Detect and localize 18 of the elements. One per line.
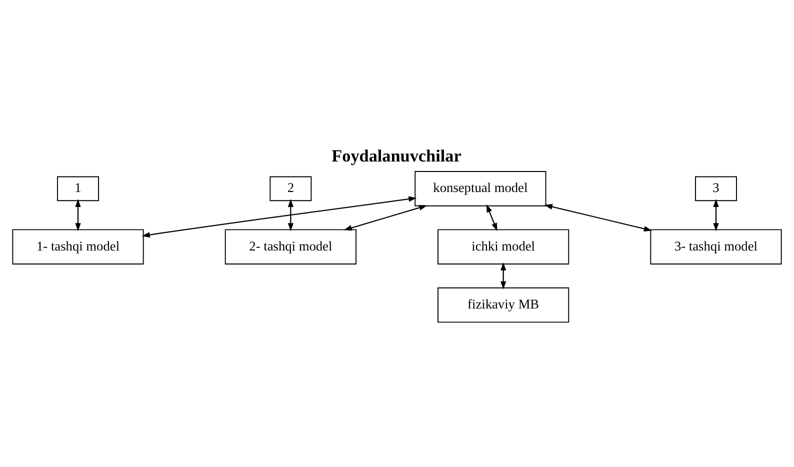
node-box: 3- tashqi model xyxy=(650,229,782,264)
arrow xyxy=(486,204,498,232)
node-box: ichki model xyxy=(438,229,570,264)
arrow xyxy=(544,204,652,232)
node-box: 2- tashqi model xyxy=(224,229,356,264)
arrow xyxy=(288,199,294,232)
arrow xyxy=(142,196,417,238)
arrow xyxy=(713,199,719,232)
node-box: konseptual model xyxy=(414,171,546,206)
diagram-title: Foydalanuvchilar xyxy=(332,146,462,166)
node-box: fizikaviy MB xyxy=(438,287,570,323)
node-box: 1- tashqi model xyxy=(12,229,144,264)
arrow xyxy=(500,262,506,290)
node-box: 3 xyxy=(695,176,737,202)
node-box: 2 xyxy=(270,176,312,202)
node-box: 1 xyxy=(57,176,99,202)
arrow xyxy=(344,205,428,231)
arrow xyxy=(75,199,81,232)
